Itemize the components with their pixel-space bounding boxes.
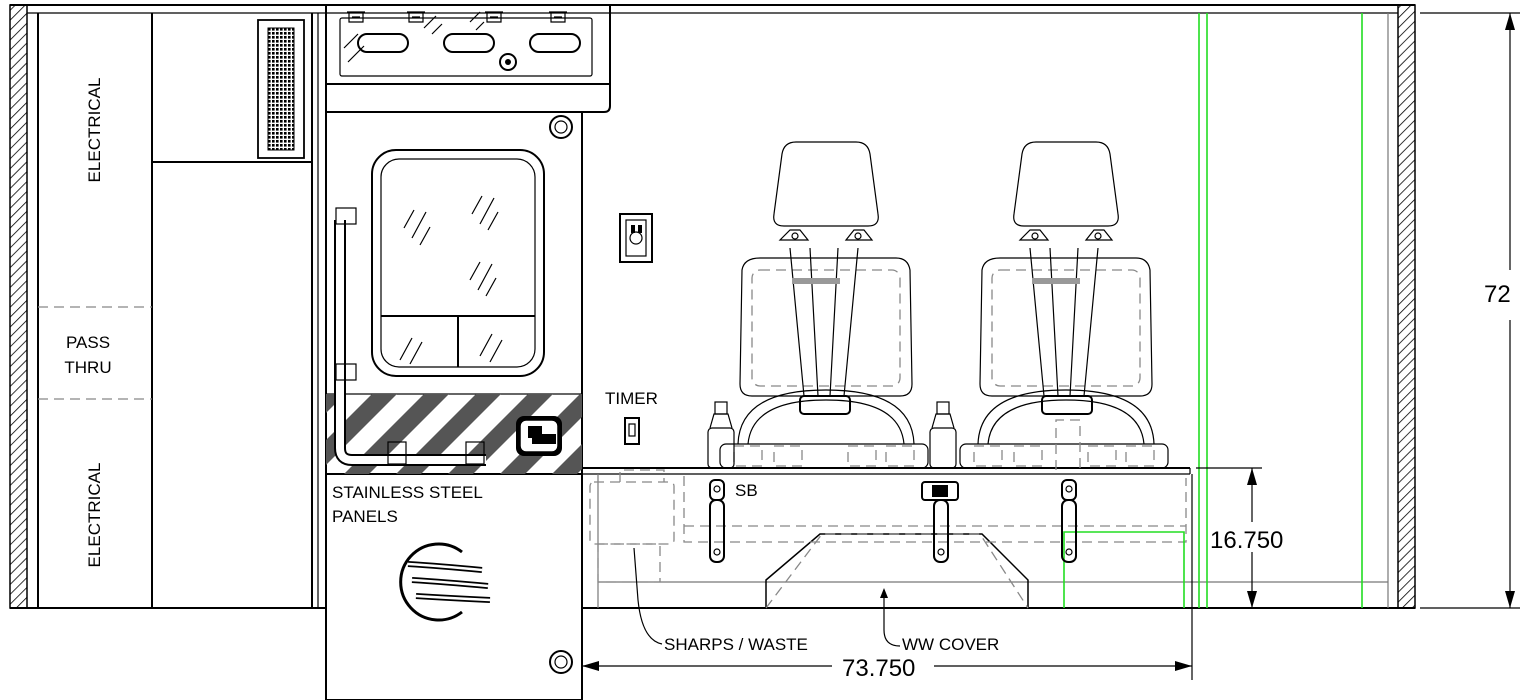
door	[325, 111, 583, 700]
bench-seat	[582, 13, 1389, 609]
electrical-top-label: ELECTRICAL	[85, 78, 104, 183]
headrest-right	[1013, 141, 1119, 227]
seat-belt-left	[709, 479, 725, 563]
electrical-compartment	[37, 13, 319, 608]
seat-left	[719, 141, 929, 469]
bottle-right	[929, 401, 957, 469]
sharps-waste-label: SHARPS / WASTE	[664, 635, 808, 654]
electrical-outlet	[619, 213, 653, 263]
right-wall-hatch	[1397, 4, 1416, 609]
dimension-72-value: 72	[1484, 281, 1511, 308]
timer-switch	[624, 417, 640, 445]
stainless-label-1: STAINLESS STEEL	[332, 483, 483, 502]
timer-label: TIMER	[605, 389, 658, 408]
seat-belt-buckle-center	[921, 481, 959, 563]
dimension-16750-value: 16.750	[1210, 527, 1283, 554]
dimension-72	[1420, 12, 1520, 609]
dimension-16750	[1196, 467, 1262, 608]
seat-belt-right	[1061, 479, 1077, 563]
seat-right	[959, 141, 1169, 470]
bottle-left	[707, 401, 735, 469]
pass-thru-label-2: THRU	[64, 358, 111, 377]
sb-label: SB	[735, 481, 758, 500]
seat-back-right	[979, 257, 1153, 397]
dimension-73750	[581, 474, 1193, 680]
door-latch	[516, 416, 562, 456]
pass-thru-label-1: PASS	[66, 333, 110, 352]
ww-cover	[765, 533, 1029, 609]
headrest-left	[773, 141, 879, 227]
brand-logo	[399, 542, 491, 622]
ww-cover-leader	[883, 590, 901, 647]
electrical-bottom-label: ELECTRICAL	[85, 463, 104, 568]
left-wall-hatch	[9, 4, 28, 609]
dimension-73750-value: 73.750	[842, 655, 915, 682]
sharps-leader	[633, 547, 663, 645]
sharps-container	[589, 469, 675, 583]
seat-back-left	[739, 257, 913, 397]
stainless-label-2: PANELS	[332, 507, 398, 526]
overhead-cabinet	[325, 5, 611, 113]
ww-cover-label: WW COVER	[902, 635, 999, 654]
